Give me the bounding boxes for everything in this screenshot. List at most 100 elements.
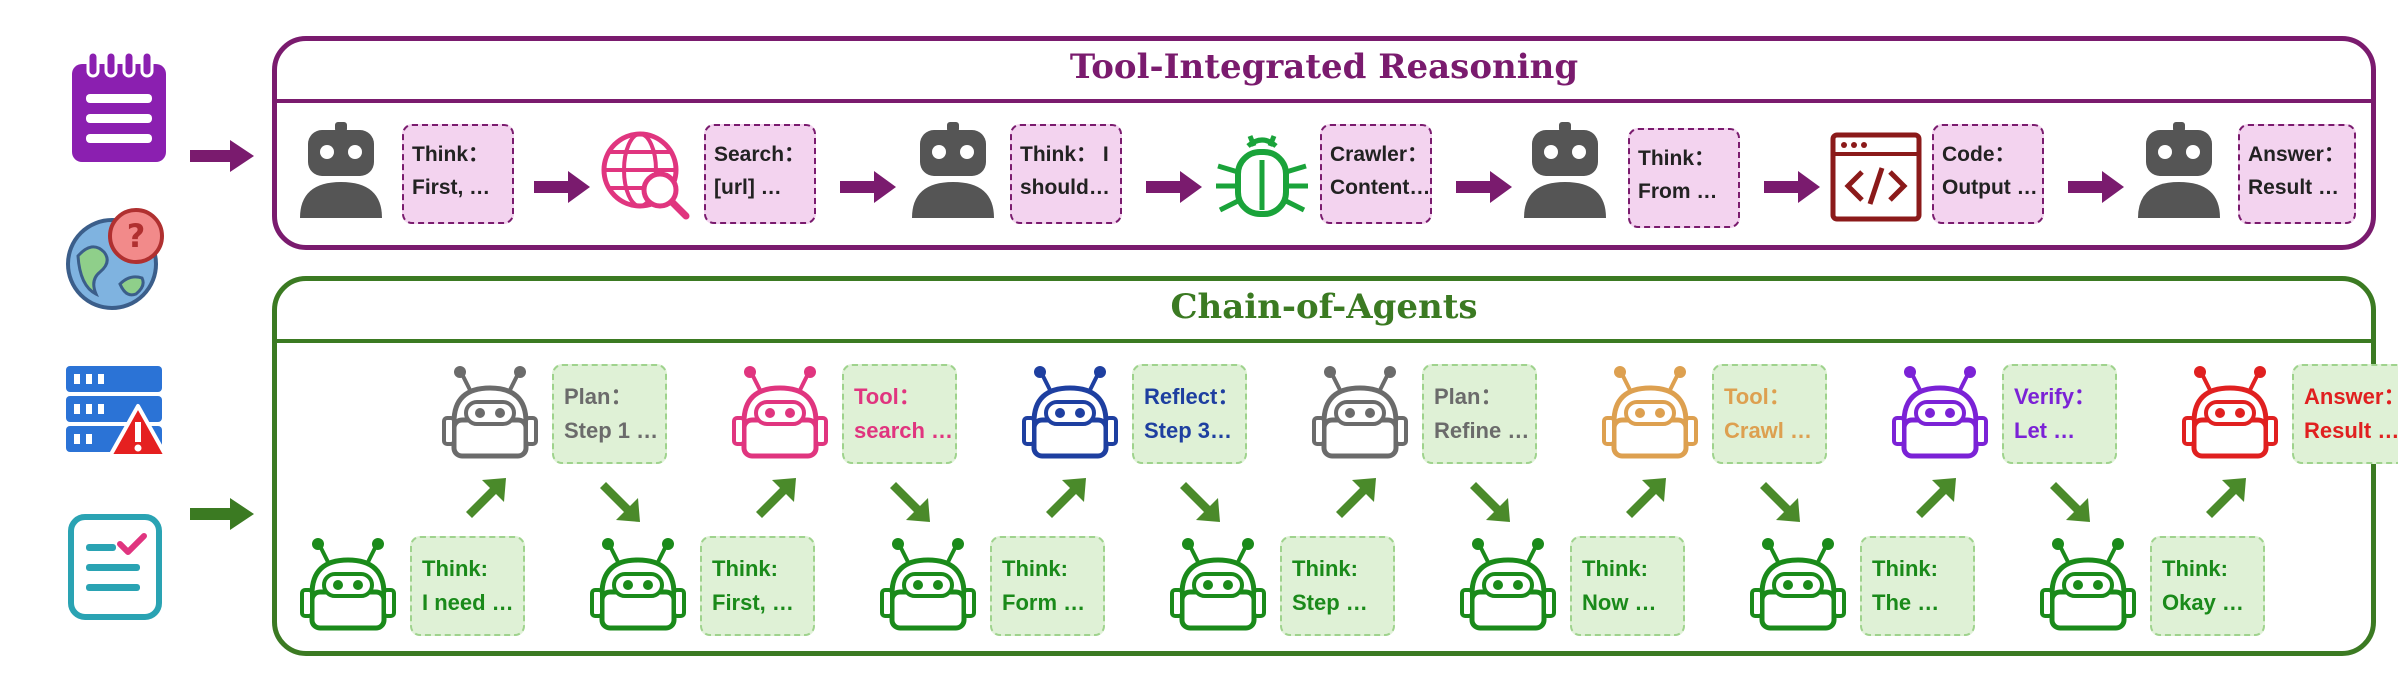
flow-arrow-icon xyxy=(1456,171,1512,203)
flow-arrow-icon xyxy=(1764,171,1820,203)
robot-agent-icon xyxy=(1602,366,1698,459)
arrow-down-right-icon xyxy=(1760,482,1800,522)
agent-message-box: Verify： Let … xyxy=(2002,364,2117,464)
arrow-up-right-icon xyxy=(466,478,506,518)
step-content: From … xyxy=(1638,180,1718,203)
robot-agent-icon xyxy=(1022,366,1118,459)
agent-content: I need … xyxy=(422,590,514,615)
coa-title: Chain-of-Agents xyxy=(1170,287,1478,327)
arrow-up-right-icon xyxy=(1046,478,1086,518)
agent-action: Plan： xyxy=(564,384,633,409)
agent-message-box: Think:The … xyxy=(1860,536,1975,636)
agent-message-box: Think: Step … xyxy=(1280,536,1395,636)
agent-message-box: Tool： Crawl … xyxy=(1712,364,1827,464)
step-content: [url] … xyxy=(714,176,782,199)
robot-agent-icon xyxy=(300,538,396,631)
web-search-icon xyxy=(601,131,690,220)
agent-content: search … xyxy=(854,418,954,443)
checklist-icon xyxy=(68,514,162,620)
tir-step-box: Think： From … xyxy=(1628,128,1740,228)
arrow-up-right-icon xyxy=(2206,478,2246,518)
step-content: First, … xyxy=(412,176,491,199)
agent-message-box: Think: Okay … xyxy=(2150,536,2265,636)
agent-action: Tool： xyxy=(1724,384,1791,409)
agent-action: Tool： xyxy=(854,384,921,409)
robot-agent-icon xyxy=(442,366,538,459)
robot-agent-icon xyxy=(2040,538,2136,631)
arrow-up-right-icon xyxy=(756,478,796,518)
agent-content: Step 1 … xyxy=(564,418,659,443)
agent-content: Step 3… xyxy=(1144,418,1233,443)
step-action: Think： xyxy=(412,143,489,166)
agent-message-box: Think: Form … xyxy=(990,536,1105,636)
robot-user-icon xyxy=(2138,122,2220,218)
agent-action: Think: xyxy=(1872,556,1938,581)
robot-agent-icon xyxy=(590,538,686,631)
agent-action: Think: xyxy=(1002,556,1068,581)
arrow-down-right-icon xyxy=(600,482,640,522)
tir-step-box: Search： [url] … xyxy=(704,124,816,224)
step-action: Think： xyxy=(1638,147,1715,170)
arrow-down-right-icon xyxy=(2050,482,2090,522)
arrow-up-right-icon xyxy=(1336,478,1376,518)
coa-panel: Chain-of-Agents xyxy=(272,276,2376,656)
flow-arrow-icon xyxy=(840,171,896,203)
agent-action: Verify： xyxy=(2014,384,2096,409)
agent-message-box: Think: First, … xyxy=(700,536,815,636)
robot-agent-icon xyxy=(2182,366,2278,459)
tir-step-box: Answer： Result … xyxy=(2238,124,2356,224)
agent-content: Let … xyxy=(2014,418,2076,443)
server-alert-icon xyxy=(66,366,168,458)
agent-content: Refine … xyxy=(1434,418,1530,443)
agent-content: Step … xyxy=(1292,590,1368,615)
agent-message-box: Plan： Step 1 … xyxy=(552,364,667,464)
coa-divider xyxy=(277,339,2371,343)
step-content: should… xyxy=(1020,176,1110,199)
robot-agent-icon xyxy=(1170,538,1266,631)
tir-title: Tool-Integrated Reasoning xyxy=(1069,47,1579,87)
tir-step-box: Crawler： Content… xyxy=(1320,124,1432,224)
tir-step-box: Think： First, … xyxy=(402,124,514,224)
agent-action: Reflect： xyxy=(1144,384,1240,409)
robot-agent-icon xyxy=(880,538,976,631)
input-arrow-icon xyxy=(190,140,254,172)
robot-user-icon xyxy=(912,122,994,218)
notepad-icon xyxy=(72,50,166,162)
step-action: Code： xyxy=(1942,143,2016,166)
tir-step-box: Code： Output … xyxy=(1932,124,2044,224)
agent-content: Form … xyxy=(1002,590,1086,615)
agent-content: Result … xyxy=(2304,418,2398,443)
step-content: Content… xyxy=(1330,176,1431,199)
robot-agent-icon xyxy=(1460,538,1556,631)
flow-arrow-icon xyxy=(534,171,590,203)
agent-action: Think: xyxy=(1582,556,1648,581)
arrow-down-right-icon xyxy=(1470,482,1510,522)
step-content: Output … xyxy=(1942,176,2038,199)
arrow-down-right-icon xyxy=(1180,482,1220,522)
agent-message-box: Answer：Result … xyxy=(2292,364,2398,464)
robot-agent-icon xyxy=(732,366,828,459)
step-action: Search： xyxy=(714,143,806,166)
flow-arrow-icon xyxy=(2068,171,2124,203)
arrow-down-right-icon xyxy=(890,482,930,522)
flow-arrow-icon xyxy=(1146,171,1202,203)
step-action: Think： I xyxy=(1020,143,1109,166)
bug-icon xyxy=(1216,135,1308,217)
agent-action: Plan： xyxy=(1434,384,1503,409)
agent-message-box: Plan： Refine … xyxy=(1422,364,1537,464)
globe-question-icon: ? xyxy=(66,208,164,310)
agent-content: First, … xyxy=(712,590,794,615)
robot-agent-icon xyxy=(1750,538,1846,631)
agent-action: Think: xyxy=(2162,556,2228,581)
agent-content: Now … xyxy=(1582,590,1657,615)
arrow-up-right-icon xyxy=(1916,478,1956,518)
agent-message-box: Tool： search … xyxy=(842,364,957,464)
agent-action: Think: xyxy=(712,556,778,581)
step-action: Crawler： xyxy=(1330,143,1429,166)
code-window-icon xyxy=(1830,132,1922,222)
agent-content: Okay … xyxy=(2162,590,2244,615)
agent-action: Think: xyxy=(1292,556,1358,581)
agent-content: Crawl … xyxy=(1724,418,1813,443)
arrow-up-right-icon xyxy=(1626,478,1666,518)
robot-agent-icon xyxy=(1312,366,1408,459)
